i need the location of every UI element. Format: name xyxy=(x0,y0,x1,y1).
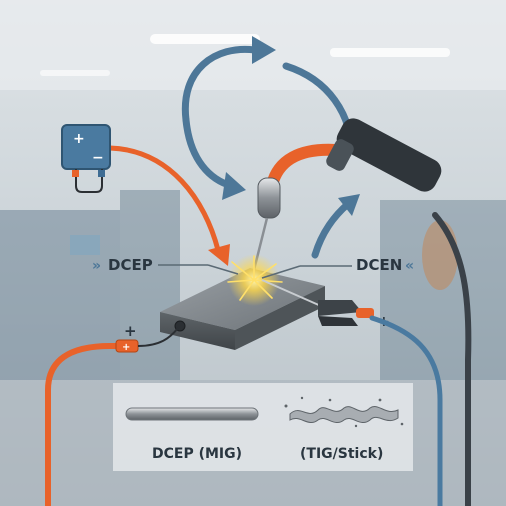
dcep-label: DCEP xyxy=(108,256,153,274)
positive-cable-plus-sign: + xyxy=(124,322,137,340)
battery-minus-sign: − xyxy=(92,150,104,166)
legend-left-caption: DCEP (MIG) xyxy=(152,446,242,462)
dcep-chevrons: » xyxy=(92,258,101,274)
weld-bead-legend: DCEP (MIG) (TIG/Stick) xyxy=(113,383,413,471)
dcen-label: DCEN xyxy=(356,256,402,274)
dcen-chevrons: « xyxy=(405,258,414,274)
torch-nozzle xyxy=(258,178,280,218)
smooth-bead-swatch xyxy=(126,408,258,420)
connector-plus-small: + xyxy=(122,342,130,353)
battery-plus-sign: + xyxy=(73,131,85,147)
legend-right-caption: (TIG/Stick) xyxy=(300,446,383,462)
